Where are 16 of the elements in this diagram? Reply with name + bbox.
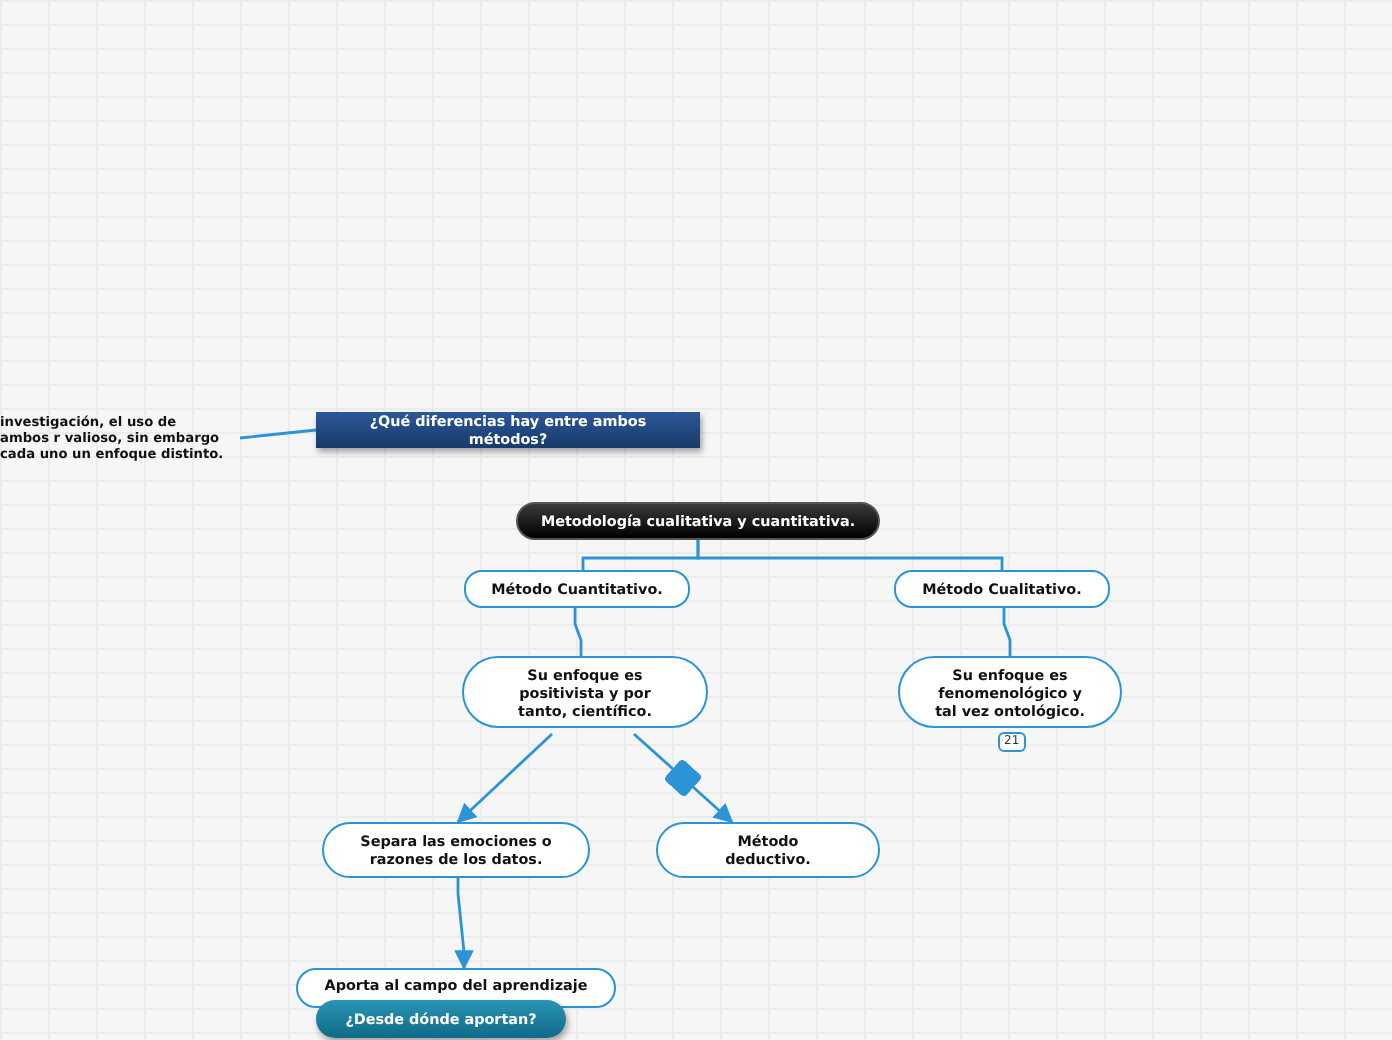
- question-banner: [316, 412, 700, 448]
- subtopic-box: [898, 656, 1122, 728]
- subtopic-box: [656, 822, 880, 878]
- subtopic-box: [462, 656, 708, 728]
- central-topic: [516, 502, 880, 540]
- topic-box: [894, 570, 1110, 608]
- topic-box: [464, 570, 690, 608]
- connector-line: [239, 428, 317, 440]
- question-banner: [316, 1000, 566, 1038]
- arrow: [454, 878, 474, 970]
- connector-line: [573, 608, 583, 656]
- arrow: [633, 732, 733, 824]
- arrow: [456, 732, 553, 824]
- connector-line: [696, 540, 1004, 570]
- connector-line: [1002, 608, 1012, 656]
- subtopic-box: [322, 822, 590, 878]
